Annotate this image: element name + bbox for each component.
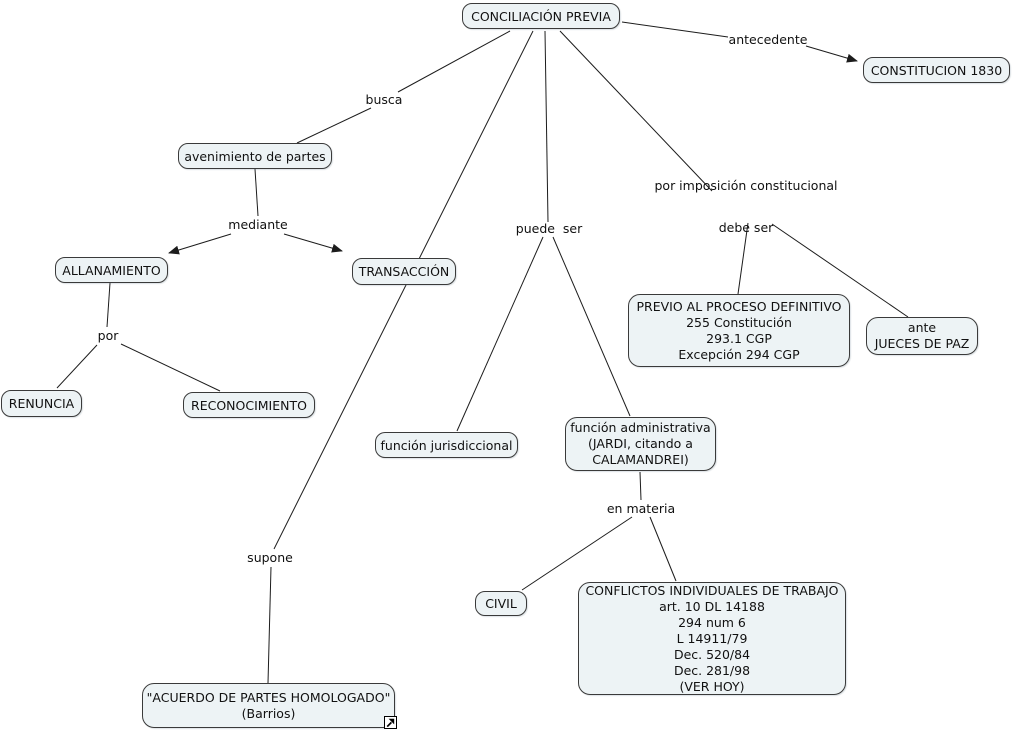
connector-supone-acuerdo	[267, 566, 272, 684]
node-label-line: art. 10 DL 14188	[659, 598, 765, 614]
link-label-line: debe ser	[718, 220, 774, 235]
node-civil[interactable]: CIVIL	[475, 591, 527, 616]
connector-imposicion-previo	[737, 222, 749, 295]
node-constitucion-1830[interactable]: CONSTITUCION 1830	[863, 57, 1010, 83]
node-label-line: Dec. 520/84	[673, 646, 751, 662]
node-label-line: 293.1 CGP	[706, 330, 772, 346]
node-label-line: PREVIO AL PROCESO DEFINITIVO	[636, 298, 842, 314]
node-label-line: (Barrios)	[241, 705, 296, 721]
connector-puedeser-jurisdiccional	[456, 236, 544, 432]
node-label-line: Dec. 281/98	[673, 662, 751, 678]
node-label-line: (JARDI, citando a	[588, 436, 693, 451]
node-label: avenimiento de partes	[184, 148, 326, 164]
node-label-line: ante	[907, 320, 937, 335]
connector-conciliacion-supone	[273, 30, 534, 550]
link-label-en-materia[interactable]: en materia	[606, 501, 676, 516]
node-allanamiento[interactable]: ALLANAMIENTO	[55, 257, 168, 283]
connector-administrativa-enmateria	[639, 471, 642, 501]
node-label-line: 255 Constitución	[686, 314, 792, 330]
link-label-line: por imposición constitucional	[654, 178, 838, 193]
node-label-line: 294 num 6	[678, 614, 746, 630]
connector-conciliacion-antecedente	[621, 21, 729, 38]
node-label: CONCILIACIÓN PREVIA	[471, 8, 611, 24]
connector-mediante-allanamiento	[168, 233, 232, 255]
connector-puedeser-administrativa	[552, 236, 631, 417]
node-acuerdo-de-partes-homologado[interactable]: "ACUERDO DE PARTES HOMOLOGADO" (Barrios)	[142, 683, 397, 729]
arrow-up-right-icon	[386, 718, 395, 727]
connector-conciliacion-puedeser	[544, 30, 549, 223]
node-label: ALLANAMIENTO	[62, 262, 161, 278]
node-previo-al-proceso-definitivo[interactable]: PREVIO AL PROCESO DEFINITIVO 255 Constit…	[628, 294, 850, 367]
connector-enmateria-conflictos	[649, 516, 677, 582]
connector-enmateria-civil	[521, 516, 633, 591]
node-label: CONSTITUCION 1830	[870, 62, 1003, 78]
node-conciliacion-previa[interactable]: CONCILIACIÓN PREVIA	[462, 3, 620, 29]
node-transaccion[interactable]: TRANSACCIÓN	[352, 258, 456, 285]
node-label-line: L 14911/79	[676, 630, 748, 646]
connector-conciliacion-imposicion	[559, 30, 713, 192]
node-label-line: "ACUERDO DE PARTES HOMOLOGADO"	[146, 689, 391, 705]
connector-busca-avenimiento	[296, 107, 372, 144]
node-label-line: (VER HOY)	[679, 678, 745, 694]
connector-avenimiento-mediante	[254, 168, 259, 217]
node-label-line: Excepción 294 CGP	[678, 346, 800, 362]
link-label-supone[interactable]: supone	[247, 550, 293, 565]
node-conflictos-individuales-de-trabajo[interactable]: CONFLICTOS INDIVIDUALES DE TRABAJO art. …	[578, 582, 846, 695]
node-funcion-jurisdiccional[interactable]: función jurisdiccional	[375, 432, 518, 458]
node-label: función jurisdiccional	[380, 437, 513, 453]
resource-link-icon[interactable]	[384, 716, 397, 729]
link-label-mediante[interactable]: mediante	[228, 217, 288, 232]
node-label: RENUNCIA	[8, 396, 75, 411]
connector-mediante-transaccion	[283, 233, 343, 253]
node-label-line: CALAMANDREI)	[592, 452, 689, 467]
node-label-line: función administrativa	[570, 420, 711, 435]
connector-allanamiento-por	[106, 282, 111, 328]
node-label: CIVIL	[485, 596, 517, 611]
node-reconocimiento[interactable]: RECONOCIMIENTO	[183, 392, 315, 418]
connector-por-renuncia	[56, 344, 98, 389]
link-label-antecedente[interactable]: antecedente	[728, 32, 808, 47]
link-label-puede-ser[interactable]: puede ser	[515, 221, 583, 236]
node-funcion-administrativa[interactable]: función administrativa (JARDI, citando a…	[565, 417, 716, 471]
node-jueces-de-paz[interactable]: ante JUECES DE PAZ	[866, 317, 978, 355]
connector-antecedente-constitucion	[805, 45, 858, 63]
link-label-busca[interactable]: busca	[365, 92, 403, 107]
connector-imposicion-jueces	[771, 223, 909, 318]
connector-conciliacion-busca	[397, 30, 511, 93]
link-label-por[interactable]: por	[97, 328, 119, 343]
connector-por-reconocimiento	[120, 343, 221, 392]
node-label-line: CONFLICTOS INDIVIDUALES DE TRABAJO	[585, 582, 839, 598]
node-avenimiento-de-partes[interactable]: avenimiento de partes	[178, 143, 332, 169]
node-label: TRANSACCIÓN	[358, 264, 450, 279]
node-label-line: JUECES DE PAZ	[874, 336, 970, 351]
node-label: RECONOCIMIENTO	[191, 397, 307, 413]
link-label-por-imposicion-constitucional[interactable]: por imposición constitucional debe ser	[654, 151, 837, 263]
node-renuncia[interactable]: RENUNCIA	[1, 390, 82, 417]
